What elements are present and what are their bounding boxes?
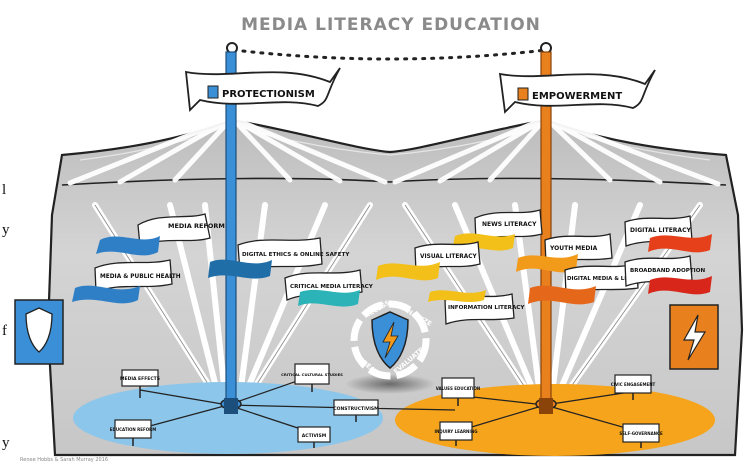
left-roof-spokes	[67, 115, 388, 186]
banner-digital-media-learning: DIGITAL MEDIA & LEARNING	[528, 263, 652, 305]
signpost-self-governance: SELF-GOVERNANCE	[619, 423, 663, 448]
signpost-critical-cultural-studies: CRITICAL CULTURAL STUDIES	[281, 363, 343, 392]
empowerment-flag: EMPOWERMENT	[498, 69, 656, 114]
banner-broadband-adoption: BROADBAND ADOPTION	[624, 255, 712, 295]
banner-media-public-health: MEDIA & PUBLIC HEALTH	[72, 259, 181, 304]
left-shield-emblem	[14, 299, 64, 365]
signpost-education-reform: EDUCATION REFORM	[110, 419, 156, 446]
banner-label-digital-ethics: DIGITAL ETHICS & ONLINE SAFETY	[242, 252, 350, 258]
banner-label-media-public-health: MEDIA & PUBLIC HEALTH	[100, 274, 181, 280]
sign-label: MEDIA EFFECTS	[120, 376, 160, 382]
banner-label-visual-literacy: VISUAL LITERACY	[420, 254, 478, 260]
signpost-values-education: VALUES EDUCATION	[436, 377, 481, 406]
left-pole-base	[220, 398, 242, 414]
signpost-inquiry-learning: INQUIRY LEARNING	[434, 421, 478, 446]
signpost-constructivism: CONSTRUCTIVISM	[333, 399, 379, 422]
sign-label: INQUIRY LEARNING	[434, 429, 477, 434]
bolt-mini-icon	[517, 87, 529, 101]
sign-label: EDUCATION REFORM	[110, 427, 156, 432]
credit-line: Renee Hobbs & Sarah Murray 2016	[20, 457, 108, 463]
banner-label-broadband-adoption: BROADBAND ADOPTION	[630, 268, 705, 274]
shield-mini-icon	[207, 85, 219, 99]
signpost-media-effects: MEDIA EFFECTS	[120, 369, 160, 398]
banner-label-news-literacy: NEWS LITERACY	[482, 221, 537, 228]
sign-label: CONSTRUCTIVISM	[333, 406, 379, 412]
cut-text-1: l	[2, 182, 7, 198]
banner-digital-ethics: DIGITAL ETHICS & ONLINE SAFETY	[208, 237, 350, 279]
banner-label-information-literacy: INFORMATION LITERACY	[448, 305, 525, 311]
diagram-title: MEDIA LITERACY EDUCATION	[241, 15, 541, 35]
cut-text-3: f	[2, 323, 7, 339]
banner-label-youth-media: YOUTH MEDIA	[549, 245, 598, 252]
banner-label-digital-media-learning: DIGITAL MEDIA & LEARNING	[567, 276, 652, 282]
right-bolt-emblem	[669, 304, 719, 370]
protection-pole	[225, 51, 237, 405]
protectionism-flag: PROTECTIONISM	[184, 67, 341, 112]
dotted-connector	[232, 48, 548, 61]
banner-label-critical-media-literacy: CRITICAL MEDIA LITERACY	[290, 284, 374, 290]
shield-icon	[25, 307, 53, 353]
center-bolt-icon	[382, 321, 399, 359]
protectionism-label: PROTECTIONISM	[222, 89, 315, 100]
cut-text-4: y	[2, 435, 10, 451]
banner-critical-media-literacy: CRITICAL MEDIA LITERACY	[284, 269, 374, 307]
empowerment-label: EMPOWERMENT	[532, 91, 622, 102]
banner-youth-media: YOUTH MEDIA	[516, 233, 613, 273]
right-pole-base	[535, 398, 557, 414]
signpost-civic-engagement: CIVIC ENGAGEMENT	[611, 374, 656, 400]
sign-label: SELF-GOVERNANCE	[619, 431, 663, 436]
banner-digital-literacy: DIGITAL LITERACY	[624, 215, 712, 253]
sign-label: CRITICAL CULTURAL STUDIES	[281, 372, 343, 377]
banner-label-media-reform: MEDIA REFORM	[168, 222, 225, 230]
right-roof-spokes	[392, 115, 721, 187]
signpost-activism: ACTIVISM	[297, 426, 331, 448]
lightning-bolt-icon	[682, 314, 707, 361]
sign-label: ACTIVISM	[302, 433, 327, 439]
banner-media-reform: MEDIA REFORM	[96, 213, 225, 256]
cut-text-2: y	[2, 222, 10, 238]
banner-visual-literacy: VISUAL LITERACY	[376, 241, 481, 281]
banner-label-digital-literacy: DIGITAL LITERACY	[630, 227, 691, 234]
banner-information-literacy: INFORMATION LITERACY	[428, 290, 525, 325]
sign-label: VALUES EDUCATION	[436, 386, 481, 391]
sign-label: CIVIC ENGAGEMENT	[611, 382, 656, 387]
